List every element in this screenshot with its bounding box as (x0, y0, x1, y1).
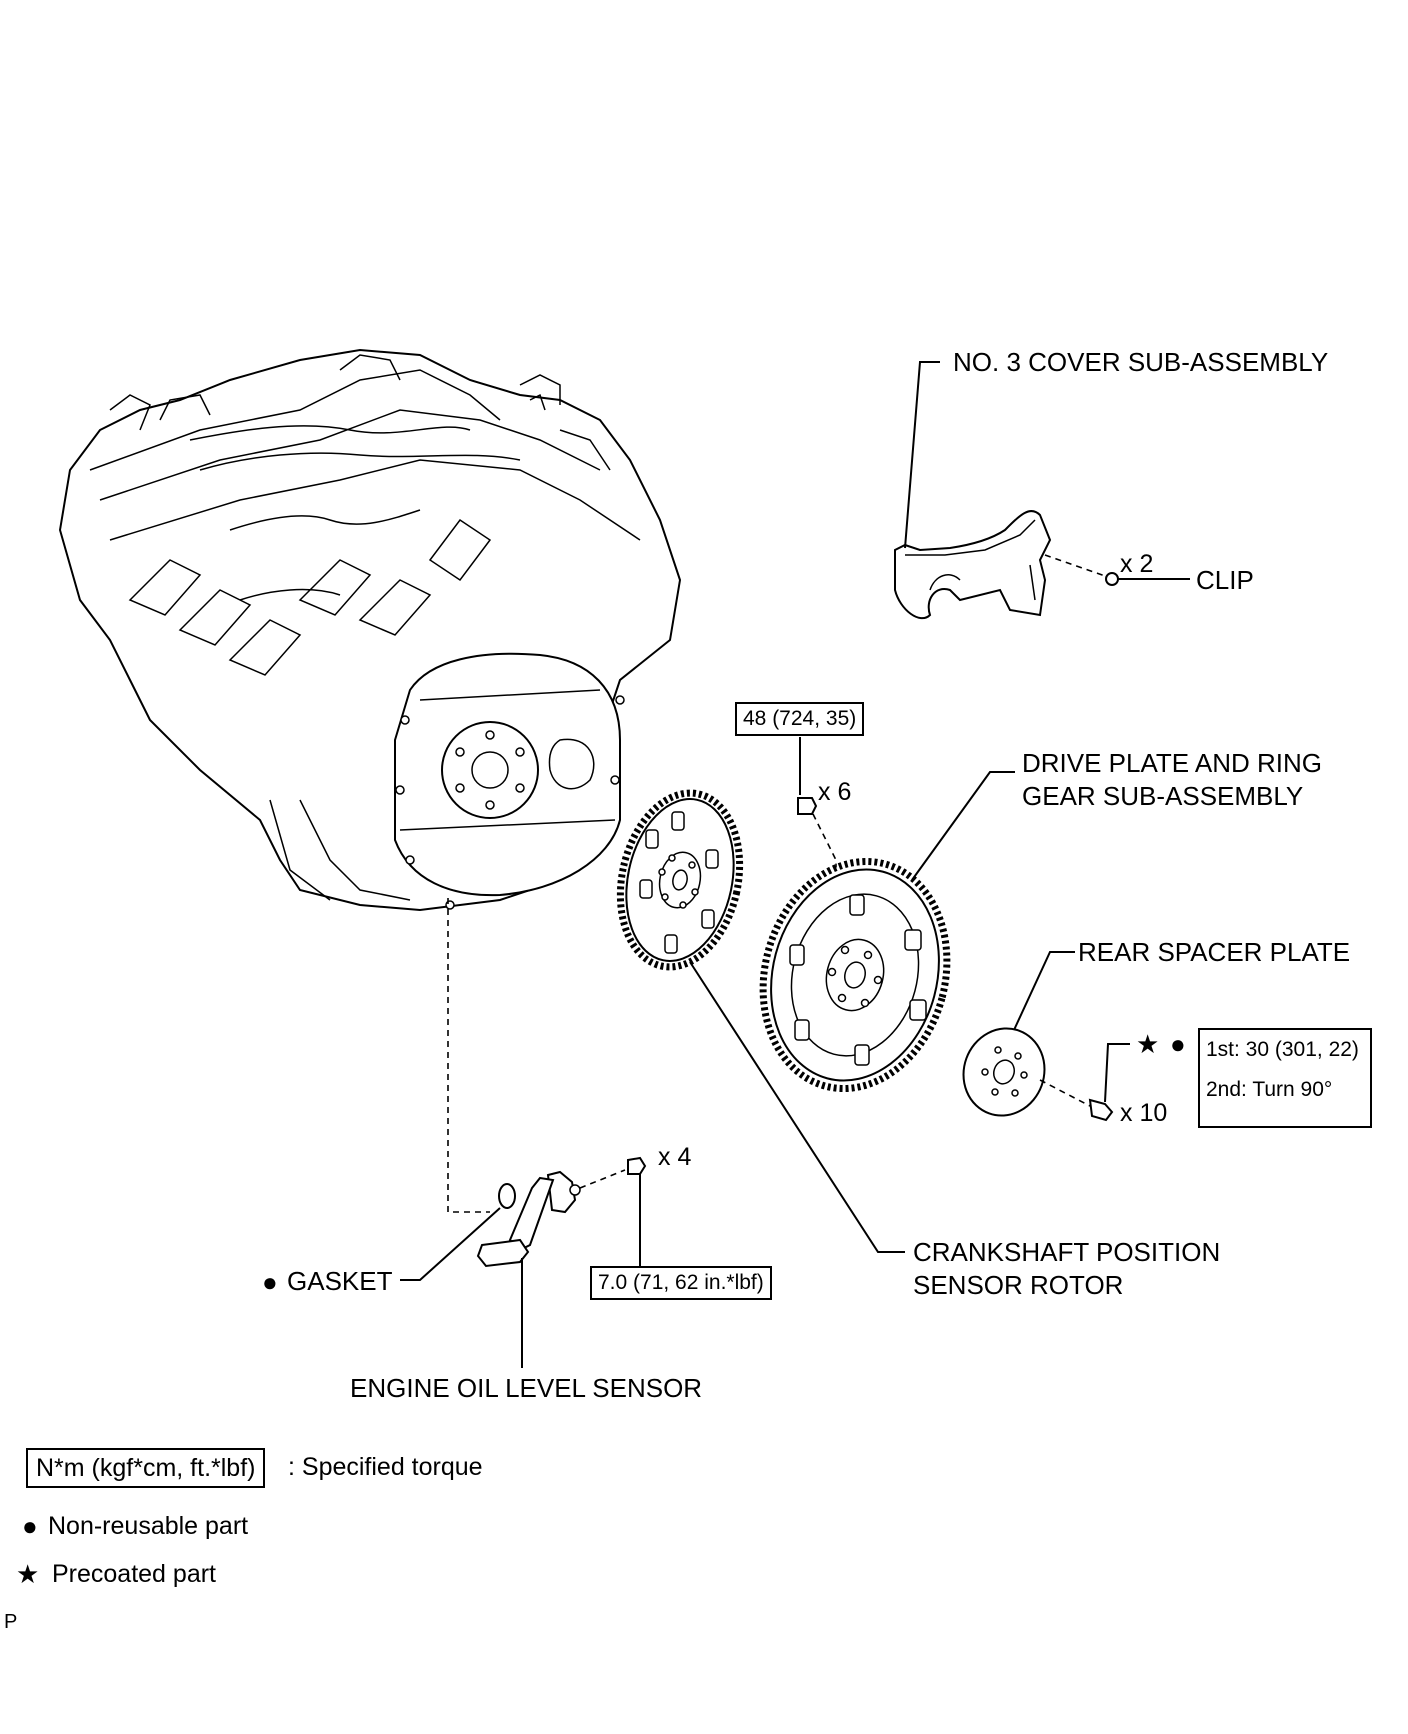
torque-drive-plate: 48 (724, 35) (735, 702, 865, 736)
gasket-part (498, 1183, 516, 1209)
qty-drive-plate-bolts: x 6 (818, 778, 852, 806)
leader-rear-spacer (1013, 951, 1075, 1031)
no3-cover-illustration (894, 510, 1052, 620)
label-crank-rotor-1: CRANKSHAFT POSITION (913, 1237, 1221, 1267)
label-rear-spacer: REAR SPACER PLATE (1078, 937, 1351, 967)
label-gasket: GASKET (287, 1266, 393, 1296)
spacer-bolt-guide (1039, 1079, 1091, 1107)
legend-precoated: Precoated part (52, 1560, 216, 1588)
label-crank-rotor-2: SENSOR ROTOR (913, 1270, 1124, 1300)
legend-non-reusable: Non-reusable part (48, 1512, 249, 1540)
leader-spacer-torque (1104, 1043, 1130, 1103)
rear-spacer-plate-illustration (962, 1027, 1046, 1117)
precoated-star-icon: ★ (1136, 1029, 1160, 1059)
oil-level-sensor-illustration (476, 1170, 581, 1268)
qty-clip: x 2 (1120, 550, 1154, 578)
legend-dot-icon: ● (22, 1511, 38, 1541)
sensor-bolt (627, 1156, 647, 1175)
legend-torque-box: N*m (kgf*cm, ft.*lbf) (26, 1448, 266, 1488)
torque-spacer-2nd: 2nd: Turn 90° (1206, 1078, 1333, 1101)
drive-plate-ring-gear-illustration (759, 858, 951, 1092)
footer-code: P (4, 1611, 18, 1633)
engine-to-gasket-guide (447, 898, 490, 1213)
label-drive-plate-2: GEAR SUB-ASSEMBLY (1022, 781, 1304, 811)
leader-cover (904, 361, 940, 549)
label-no3-cover: NO. 3 COVER SUB-ASSEMBLY (953, 347, 1329, 377)
qty-spacer-bolts: x 10 (1120, 1099, 1168, 1127)
leader-drive-plate (911, 771, 1015, 881)
drive-plate-bolt (797, 797, 818, 815)
qty-sensor-bolts: x 4 (658, 1143, 692, 1171)
clip-guide (1044, 554, 1109, 578)
label-clip: CLIP (1196, 565, 1254, 595)
leader-crank-rotor (689, 961, 905, 1253)
non-reusable-dot-icon: ● (1170, 1029, 1186, 1059)
torque-sensor: 7.0 (71, 62 in.*lbf) (590, 1266, 772, 1300)
label-oil-level-sensor: ENGINE OIL LEVEL SENSOR (350, 1373, 703, 1403)
legend-star-icon: ★ (16, 1559, 40, 1589)
drive-plate-bolt-guide (812, 813, 837, 870)
leader-gasket (400, 1207, 501, 1281)
spacer-bolt (1088, 1098, 1114, 1122)
legend-torque-text: : Specified torque (288, 1453, 483, 1481)
clip-part (1105, 572, 1119, 586)
label-drive-plate-1: DRIVE PLATE AND RING (1022, 748, 1323, 778)
sensor-bolt-guide (579, 1169, 626, 1189)
crankshaft-sensor-rotor-illustration (616, 789, 744, 971)
torque-spacer-1st: 1st: 30 (301, 22) (1206, 1038, 1359, 1061)
engine-assembly-illustration (58, 348, 682, 912)
gasket-non-reusable-dot-icon: ● (262, 1267, 278, 1297)
torque-spacer-box: 1st: 30 (301, 22) 2nd: Turn 90° (1198, 1028, 1372, 1128)
